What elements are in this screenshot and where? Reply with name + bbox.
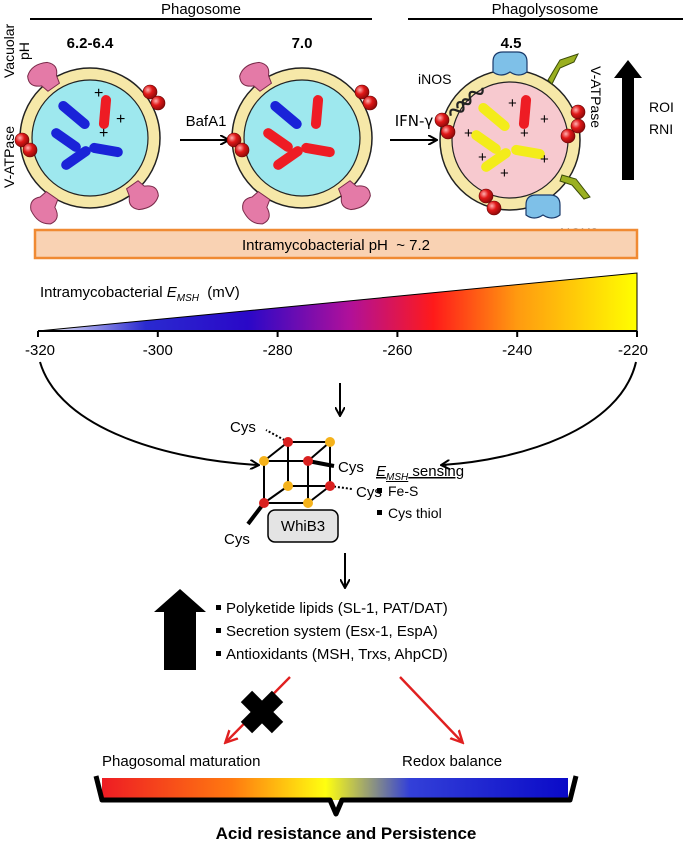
curve-arrow-right [442, 361, 637, 465]
output-item: Secretion system (Esx-1, EspA) [226, 623, 438, 640]
output-item: Polyketide lipids (SL-1, PAT/DAT) [226, 600, 448, 617]
phagosome-label: Phagosome [161, 1, 241, 18]
v-atpase-pump-icon [242, 190, 271, 225]
svg-text:+: + [464, 125, 473, 142]
fe-s-cluster-icon [246, 429, 353, 526]
vacuole-2-ph: 7.0 [292, 35, 313, 52]
svg-text:+: + [540, 151, 549, 168]
v-atpase-pump-icon [337, 180, 371, 211]
emsh-tick-group: -320 -300 -280 -260 -240 -220 [25, 331, 648, 359]
v-atpase-pump-icon [125, 180, 159, 211]
cys-label: Cys [356, 484, 382, 501]
ifn-gamma-label: IFN-γ [395, 112, 434, 130]
transporter-icon [492, 51, 528, 76]
footer-brace [93, 775, 579, 817]
v-atpase-left-label: V-ATPase [1, 126, 17, 188]
inos-icon [449, 87, 484, 116]
ph-box [33, 228, 639, 260]
emsh-tick-label: -320 [25, 342, 55, 359]
ph-box-text: Intramycobacterial pH ~ 7.2 [242, 237, 430, 254]
receptor-icon [547, 53, 591, 200]
cys-label: Cys [338, 459, 364, 476]
v-atpase-right-label: V-ATPase [588, 66, 604, 128]
emsh-tick-label: -240 [502, 342, 532, 359]
phagosome-vacuole-1: + + + [14, 61, 166, 225]
inos-label: iNOS [418, 71, 451, 87]
svg-text:+: + [500, 165, 509, 182]
phagolysosome-vacuole: + + + + + + + [434, 51, 591, 219]
outcome-right: Redox balance [402, 753, 502, 770]
svg-text:+: + [520, 125, 529, 142]
svg-text:+: + [116, 111, 125, 128]
emsh-tick-label: -260 [382, 342, 412, 359]
bafa1-label: BafA1 [186, 113, 227, 130]
emsh-tick-label: -220 [618, 342, 648, 359]
cys-label: Cys [224, 531, 250, 548]
nox2-icon [525, 194, 561, 219]
phagosome-vacuole-2 [226, 61, 378, 225]
cys-label: Cys [230, 419, 256, 436]
v-atpase-pump-icon [30, 190, 59, 225]
red-arrow-right [399, 676, 462, 742]
whib3-label: WhiB3 [281, 518, 325, 535]
svg-text:+: + [540, 111, 549, 128]
vacuole-3-ph: 4.5 [501, 35, 522, 52]
whib3-box [267, 509, 339, 543]
emsh-tick-label: -280 [263, 342, 293, 359]
rni-label: RNI [649, 121, 673, 137]
svg-text:+: + [99, 125, 108, 142]
v-atpase-pump-icon [27, 61, 61, 92]
footer-gradient-bar [102, 778, 568, 800]
ph-axis-label: pH [16, 42, 32, 60]
output-item: Antioxidants (MSH, Trxs, AhpCD) [226, 646, 448, 663]
svg-text:+: + [94, 85, 103, 102]
increase-arrow-icon [614, 60, 642, 180]
sensing-item: Cys thiol [388, 505, 442, 521]
upregulation-arrow-icon [154, 589, 206, 670]
vacuolar-label: Vacuolar [1, 23, 17, 78]
outcome-left: Phagosomal maturation [102, 753, 260, 770]
emsh-tick-label: -300 [143, 342, 173, 359]
roi-label: ROI [649, 99, 674, 115]
footer-title: Acid resistance and Persistence [216, 824, 477, 843]
svg-text:+: + [478, 149, 487, 166]
emsh-sensing-title: EMSH sensing [376, 463, 464, 483]
svg-text:+: + [508, 95, 517, 112]
sensing-item: Fe-S [388, 483, 418, 499]
emsh-gradient-wedge [37, 272, 638, 332]
block-x-icon [240, 690, 284, 734]
curve-arrow-left [39, 361, 258, 465]
vacuole-1-ph: 6.2-6.4 [67, 35, 114, 52]
emsh-label: Intramycobacterial EMSH (mV) [40, 284, 240, 304]
phagolysosome-label: Phagolysosome [492, 1, 599, 18]
v-atpase-pump-icon [239, 61, 273, 92]
